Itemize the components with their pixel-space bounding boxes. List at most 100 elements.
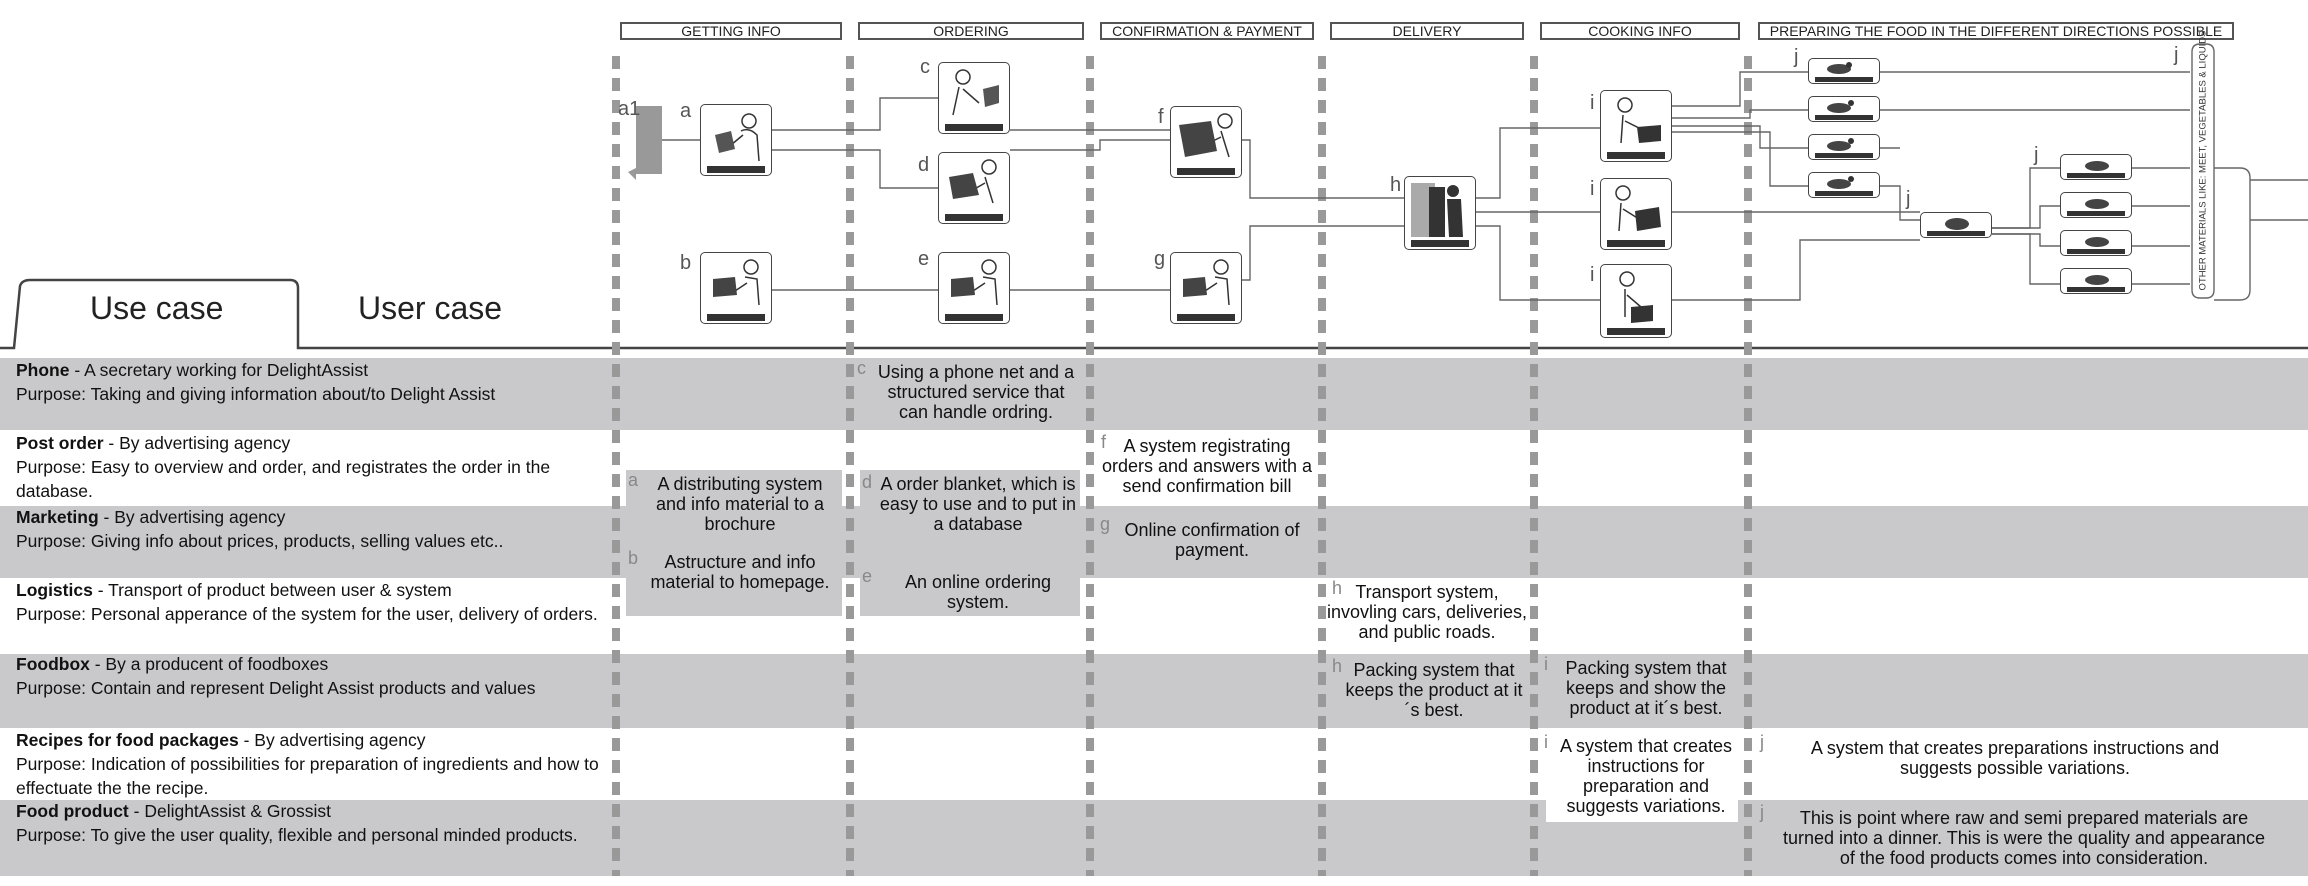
- row-phone-purpose: Purpose: Taking and giving information a…: [16, 384, 496, 404]
- cell-letter-a: a: [628, 470, 639, 490]
- node-letter-c: c: [920, 56, 930, 78]
- row-band-marketing: [0, 506, 2308, 578]
- cell-letter-j-2: j: [1760, 802, 1764, 822]
- node-letter-e: e: [918, 248, 930, 270]
- cell-delivery-foodbox: Packing system that keeps the product at…: [1345, 660, 1523, 720]
- actor-phone-order: [938, 62, 1010, 134]
- cell-preparing-recipes: A system that creates preparations instr…: [1810, 738, 2220, 778]
- prep-box-center: [1920, 212, 1992, 238]
- row-logistics-title: Logistics: [16, 580, 93, 600]
- cell-ordering-logistics: An online ordering system.: [904, 572, 1052, 612]
- actor-home-delivery: [1404, 176, 1476, 250]
- row-recipes-title: Recipes for food packages: [16, 730, 239, 750]
- cell-letter-h-2: h: [1332, 656, 1343, 676]
- cell-confirmation-marketing: Online confirmation of payment.: [1124, 520, 1300, 560]
- row-marketing-by: - By advertising agency: [98, 507, 286, 527]
- prep-box-8: [2060, 268, 2132, 294]
- row-recipes-by: - By advertising agency: [238, 730, 426, 750]
- row-logistics-by: - Transport of product between user & sy…: [92, 580, 452, 600]
- actor-semi-prepared: [1600, 178, 1672, 250]
- row-post-order-by: - By advertising agency: [103, 433, 291, 453]
- node-letter-i-1: i: [1590, 92, 1595, 114]
- row-foodbox-by: - By a producent of foodboxes: [89, 654, 329, 674]
- row-marketing-purpose: Purpose: Giving info about prices, produ…: [16, 531, 504, 551]
- getting-info-cell-bg: [626, 470, 842, 616]
- row-phone-title: Phone: [16, 360, 70, 380]
- cell-letter-f: f: [1101, 432, 1107, 452]
- cell-getting-info-marketing: A distributing system and info material …: [655, 474, 825, 534]
- row-post-order: Post order - By advertising agency Purpo…: [16, 431, 606, 503]
- row-food-product: Food product - DelightAssist & Grossist …: [16, 799, 606, 847]
- node-letter-j-3: j: [2034, 144, 2039, 166]
- node-letter-h: h: [1390, 174, 1402, 196]
- prep-box-4: [1808, 172, 1880, 198]
- row-phone: Phone - A secretary working for DelightA…: [16, 358, 606, 406]
- row-logistics: Logistics - Transport of product between…: [16, 578, 606, 626]
- phase-getting-info: GETTING INFO: [620, 22, 842, 40]
- cell-letter-d: d: [862, 472, 873, 492]
- row-marketing-title: Marketing: [16, 507, 99, 527]
- actor-homepage-payment: [1170, 252, 1242, 324]
- cell-cooking-recipes: A system that creates instructions for p…: [1559, 736, 1733, 816]
- phase-ordering: ORDERING: [858, 22, 1084, 40]
- cell-confirmation-post-order: A system registrating orders and answers…: [1101, 436, 1313, 496]
- actor-finished: [1600, 264, 1672, 338]
- cell-letter-e: e: [862, 566, 873, 586]
- node-letter-a: a: [680, 100, 692, 122]
- actor-mail-confirmation: [1170, 106, 1242, 178]
- node-letter-b: b: [680, 252, 692, 274]
- cooking-info-recipes-cell-bg: [1546, 728, 1738, 822]
- cell-letter-b: b: [628, 548, 639, 568]
- row-logistics-purpose: Purpose: Personal apperance of the syste…: [16, 604, 598, 624]
- separator-2: [846, 56, 854, 876]
- tab-user-case[interactable]: User case: [358, 290, 503, 326]
- separator-4: [1318, 56, 1326, 876]
- cell-preparing-food-product: This is point where raw and semi prepare…: [1783, 808, 2265, 868]
- tab-outline: [0, 278, 2308, 350]
- cell-getting-info-logistics: Astructure and info material to homepage…: [650, 552, 830, 592]
- tab-use-case[interactable]: Use case: [90, 290, 224, 326]
- separator-3: [1086, 56, 1094, 876]
- vertical-label-other-materials: OTHER MATERIALS LIKE: MEET, VEGETABLES &…: [2197, 30, 2209, 291]
- prep-box-5: [2060, 154, 2132, 180]
- node-letter-g: g: [1154, 248, 1166, 270]
- separator-5: [1530, 56, 1538, 876]
- row-recipes: Recipes for food packages - By advertisi…: [16, 728, 606, 800]
- row-food-product-by: - DelightAssist & Grossist: [128, 801, 332, 821]
- row-food-product-title: Food product: [16, 801, 129, 821]
- row-band-phone: [0, 358, 2308, 430]
- node-letter-f: f: [1158, 106, 1164, 128]
- prep-box-6: [2060, 192, 2132, 218]
- row-foodbox-purpose: Purpose: Contain and represent Delight A…: [16, 678, 536, 698]
- prep-box-1: [1808, 58, 1880, 84]
- cell-letter-g: g: [1100, 514, 1111, 534]
- row-post-order-title: Post order: [16, 433, 104, 453]
- row-recipes-purpose: Purpose: Indication of possibilities for…: [16, 754, 599, 798]
- cell-cooking-foodbox: Packing system that keeps and show the p…: [1565, 658, 1727, 718]
- row-band-food-product: [0, 800, 2308, 876]
- row-foodbox-title: Foodbox: [16, 654, 90, 674]
- row-phone-by: - A secretary working for DelightAssist: [69, 360, 369, 380]
- phase-preparing-food: PREPARING THE FOOD IN THE DIFFERENT DIRE…: [1758, 22, 2234, 40]
- row-marketing: Marketing - By advertising agency Purpos…: [16, 505, 606, 553]
- actor-homepage-order: [938, 252, 1010, 324]
- phase-delivery: DELIVERY: [1330, 22, 1524, 40]
- actor-raw-food: [1600, 90, 1672, 162]
- node-letter-d: d: [918, 154, 930, 176]
- cell-ordering-marketing: A order blanket, which is easy to use an…: [879, 474, 1077, 534]
- phase-confirmation-payment: CONFIRMATION & PAYMENT: [1100, 22, 1314, 40]
- actor-homepage-user: [700, 252, 772, 324]
- prep-box-3: [1808, 134, 1880, 160]
- actor-mail-order: [938, 152, 1010, 224]
- node-letter-j-4: j: [1906, 188, 1911, 210]
- phase-cooking-info: COOKING INFO: [1540, 22, 1740, 40]
- separator-1: [612, 56, 620, 876]
- cell-ordering-phone: Using a phone net and a structured servi…: [877, 362, 1075, 422]
- cell-letter-i-1: i: [1544, 654, 1548, 674]
- cell-letter-c: c: [857, 358, 866, 378]
- node-letter-i-3: i: [1590, 264, 1595, 286]
- separator-6: [1744, 56, 1752, 876]
- prep-box-7: [2060, 230, 2132, 256]
- flow-connectors: [628, 43, 2308, 301]
- node-letter-j-1: j: [1794, 46, 1799, 68]
